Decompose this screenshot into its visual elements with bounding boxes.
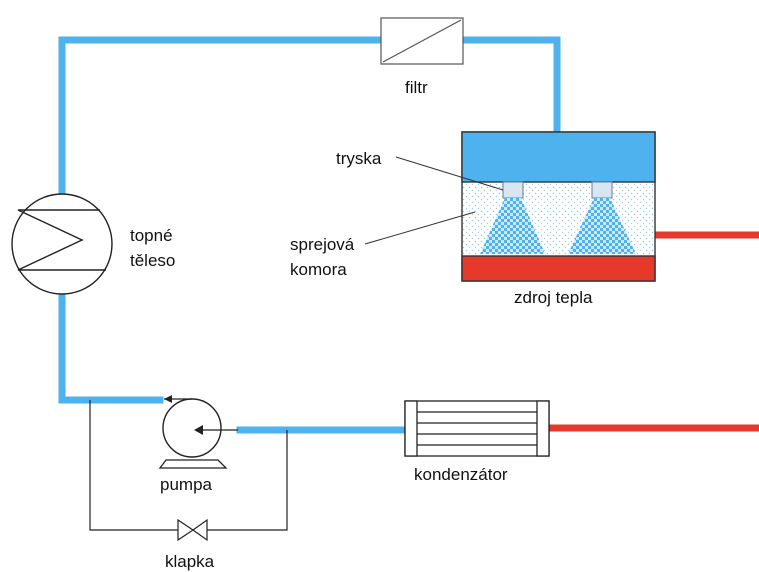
condenser-label: kondenzátor [414, 465, 508, 484]
filter-icon [380, 17, 464, 65]
bypass-line [89, 400, 288, 531]
spray-chamber-top-tank [461, 131, 656, 183]
condenser-icon [404, 400, 550, 457]
nozzle-label: tryska [336, 149, 382, 168]
valve-label: klapka [165, 552, 215, 571]
spray-chamber-label-1: sprejová [290, 235, 355, 254]
pipe-top-right [459, 36, 561, 136]
heating-element-label-2: těleso [130, 251, 175, 270]
spray-chamber [461, 131, 656, 282]
heat-source-plate [461, 255, 656, 282]
filter-label: filtr [405, 78, 428, 97]
valve-icon [177, 518, 208, 542]
hot-pipe-network [549, 231, 759, 432]
heat-source-label: zdroj tepla [514, 288, 593, 307]
spray-chamber-leader-line [364, 211, 476, 245]
pipe-left-upper [58, 36, 385, 199]
heating-element-label-1: topné [130, 226, 173, 245]
spray-chamber-label-2: komora [290, 260, 347, 279]
nozzle-icon [480, 181, 545, 254]
pump-label: pumpa [160, 475, 213, 494]
pump-icon [158, 395, 238, 469]
pipe-left-lower [58, 289, 164, 404]
nozzle-icon [568, 181, 636, 254]
heating-element-icon [11, 193, 113, 295]
nozzle-leader-line [395, 156, 504, 191]
cold-pipe-network [58, 36, 561, 434]
